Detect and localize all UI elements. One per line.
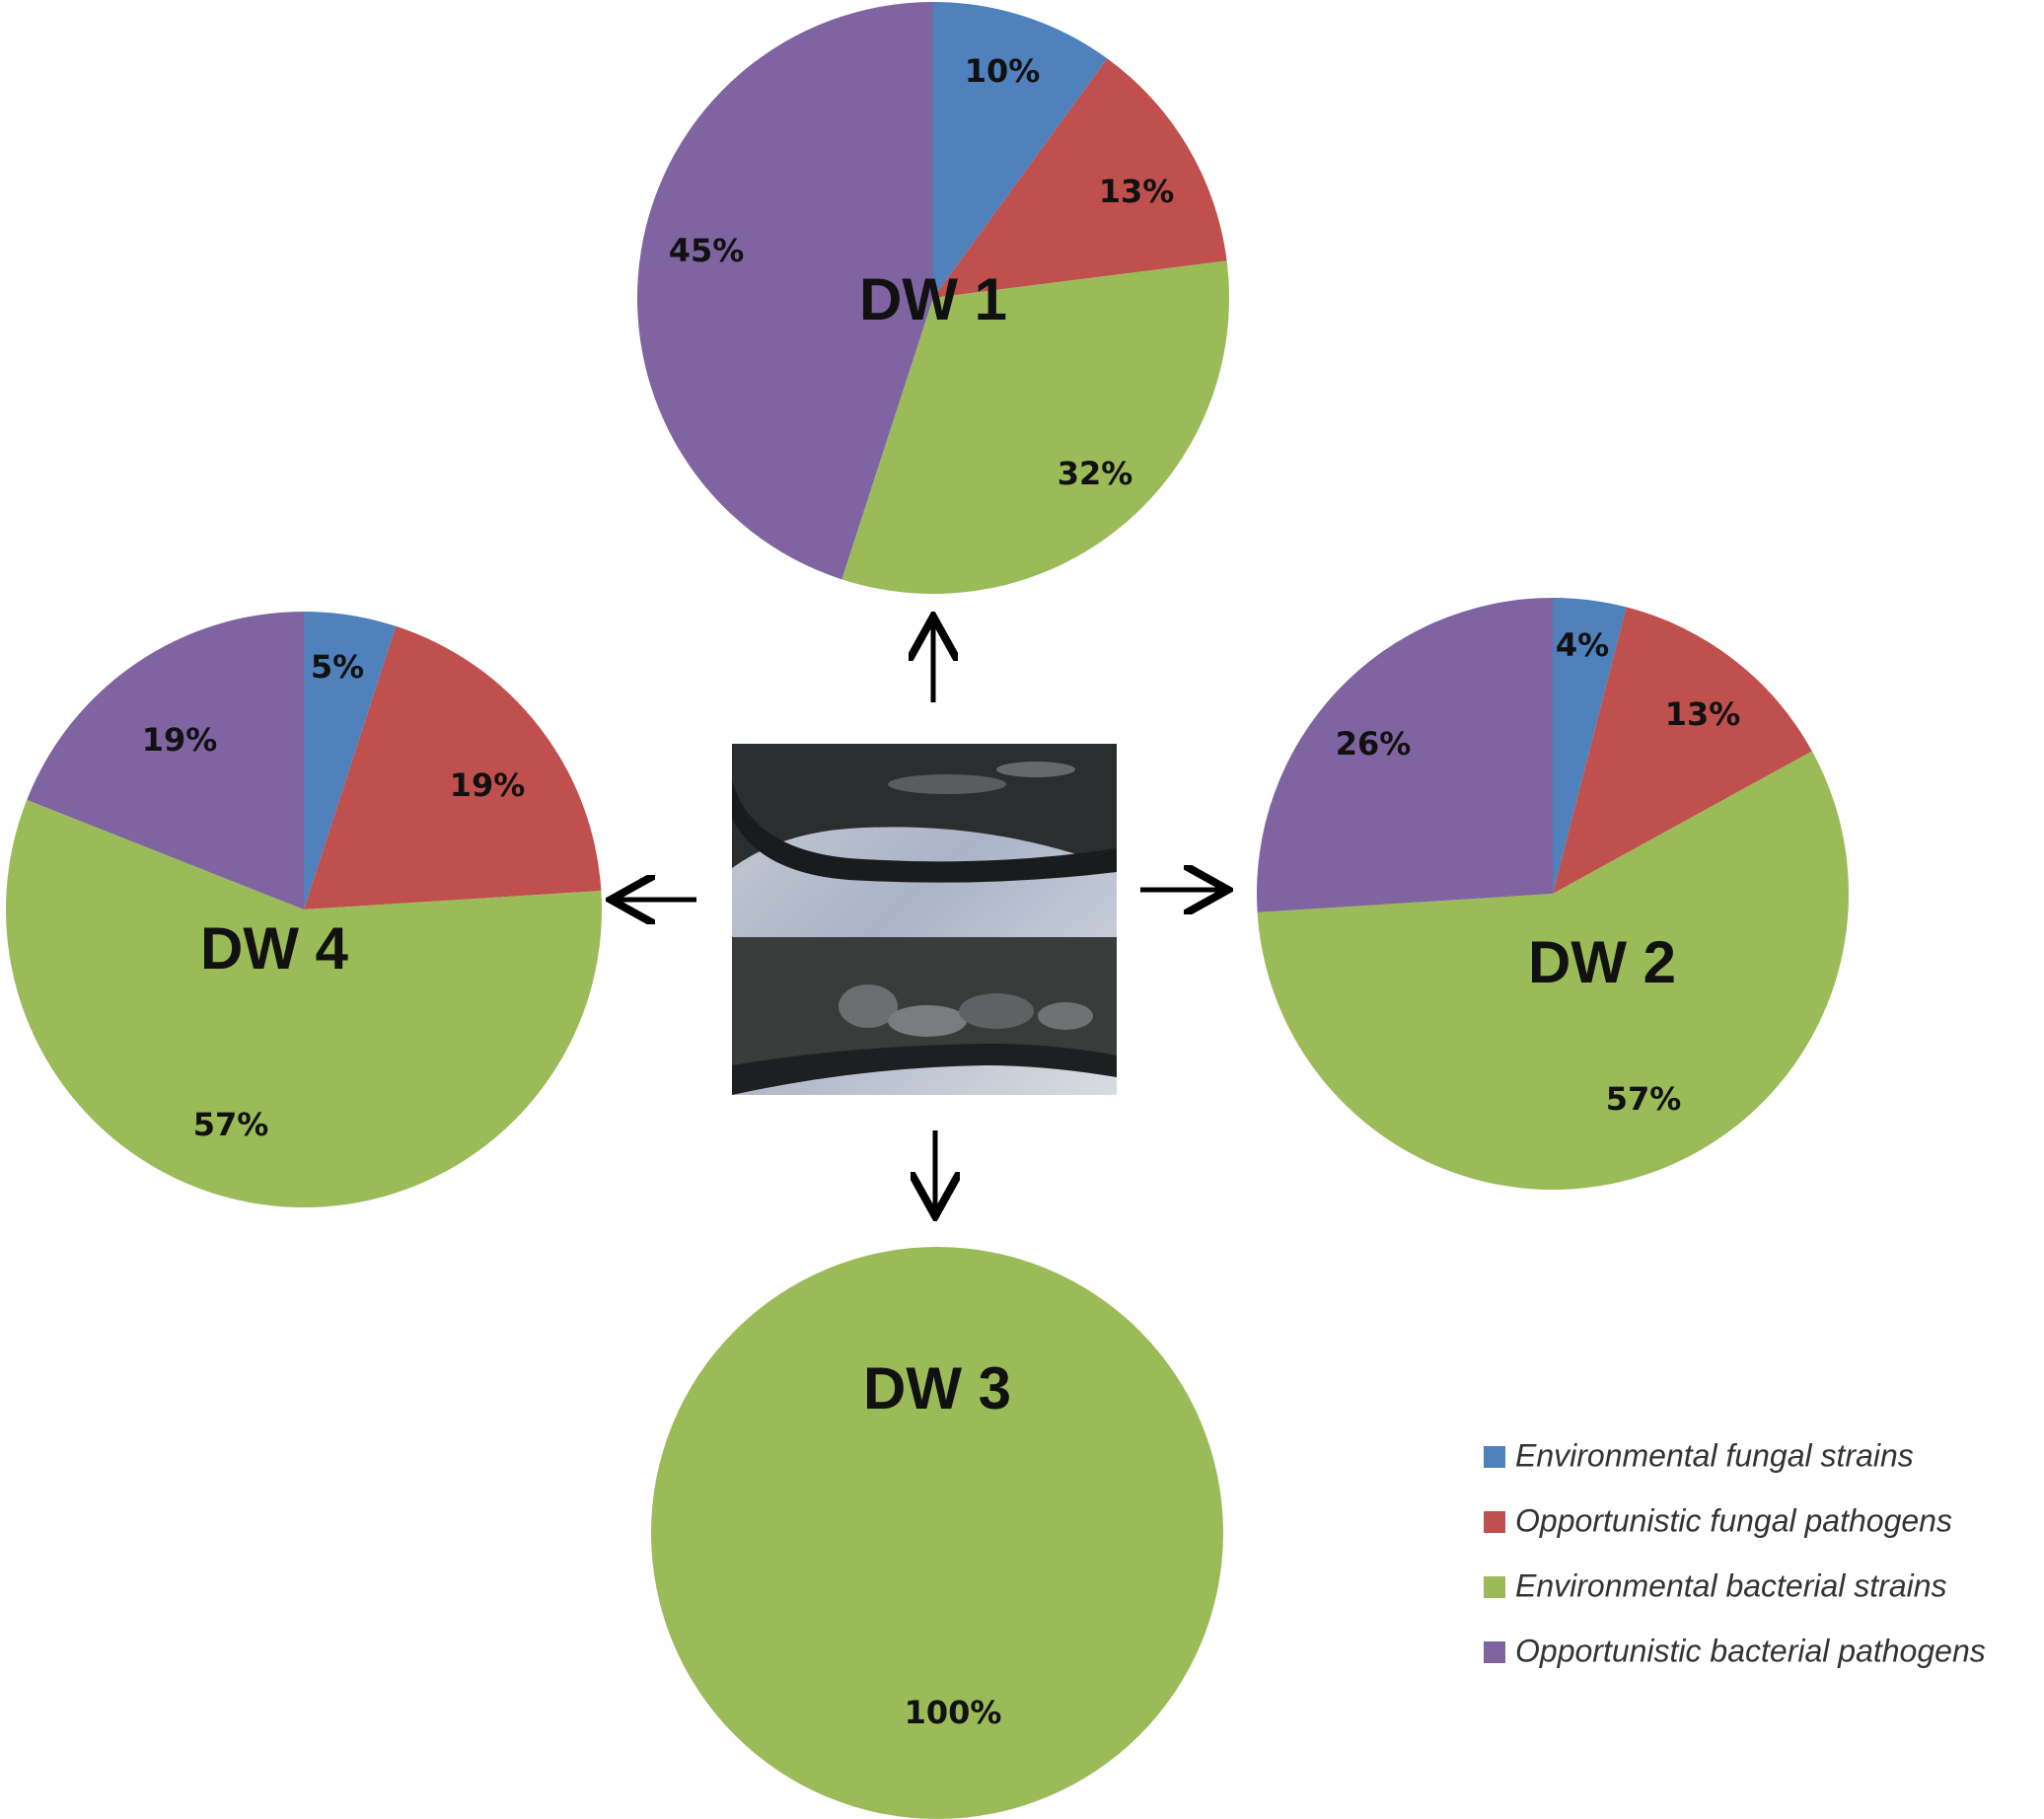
pie-slice-opportunistic-bacterial [1257, 598, 1553, 912]
data-label: 10% [965, 52, 1041, 90]
data-label: 4% [1556, 626, 1609, 664]
legend-label: Environmental bacterial strains [1515, 1567, 1947, 1603]
pie-chart-dw4: DW 4 5% 19% 57% 19% [6, 612, 602, 1207]
pie-title: DW 3 [863, 1355, 1011, 1421]
data-label: 32% [1058, 455, 1133, 492]
legend-swatch [1484, 1446, 1505, 1468]
pie-chart-dw1: DW 1 10% 13% 32% 45% [637, 2, 1229, 594]
legend-swatch [1484, 1641, 1505, 1663]
pie-slice-environmental-fungal [1553, 598, 1627, 894]
data-label: 26% [1336, 725, 1412, 763]
pie-slice-opportunistic-bacterial [27, 612, 305, 910]
legend-label: Opportunistic bacterial pathogens [1515, 1633, 1986, 1668]
data-label: 57% [1606, 1080, 1682, 1118]
legend-swatch [1484, 1576, 1505, 1598]
pie-title: DW 2 [1528, 929, 1676, 995]
pie-chart-dw2: DW 2 4% 13% 57% 26% [1257, 598, 1849, 1190]
pie-slice-environmental-bacterial [841, 260, 1229, 594]
pie-slice-opportunistic-fungal [304, 625, 602, 910]
data-label: 57% [193, 1106, 269, 1143]
data-label: 100% [905, 1694, 1002, 1731]
data-label: 5% [311, 648, 364, 686]
pie-title: DW 1 [859, 266, 1007, 332]
data-label: 13% [1099, 173, 1175, 210]
data-label: 45% [669, 232, 745, 269]
pie-slice-environmental-fungal [304, 612, 397, 910]
pie-title: DW 4 [200, 915, 349, 982]
legend-label: Opportunistic fungal pathogens [1515, 1502, 1952, 1538]
pie-slice-environmental-bacterial [651, 1247, 1223, 1819]
pie-slice-environmental-fungal [933, 2, 1108, 298]
legend: Environmental fungal strainsOpportunisti… [1484, 1437, 1986, 1668]
data-label: 19% [450, 766, 526, 804]
pie-slice-environmental-bacterial [6, 799, 602, 1207]
center-photo [732, 744, 1117, 1095]
legend-swatch [1484, 1511, 1505, 1533]
pie-slice-opportunistic-fungal [1553, 607, 1812, 894]
pie-chart-dw3: DW 3 100% [651, 1247, 1223, 1819]
data-label: 19% [142, 721, 218, 759]
pie-slice-environmental-bacterial [1257, 751, 1849, 1190]
pie-slice-opportunistic-bacterial [637, 2, 933, 580]
data-label: 13% [1665, 695, 1741, 733]
legend-label: Environmental fungal strains [1515, 1437, 1914, 1473]
pie-slice-opportunistic-fungal [933, 58, 1227, 298]
